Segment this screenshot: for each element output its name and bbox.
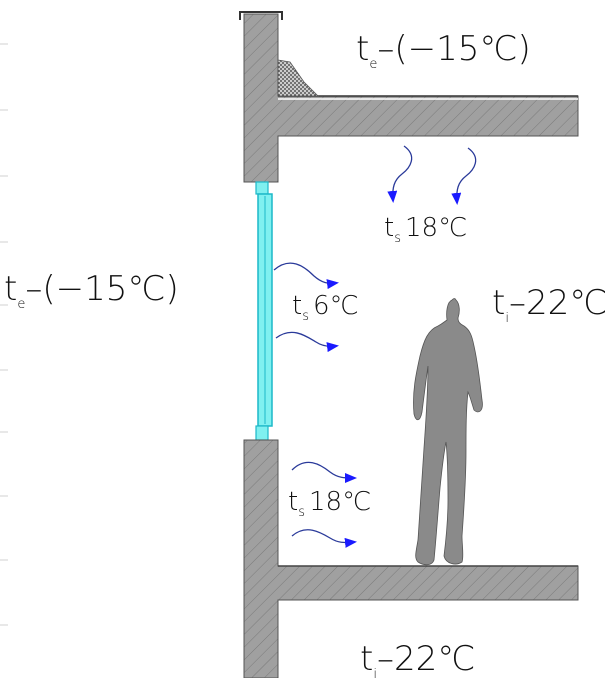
parapet-flashing: [239, 11, 283, 20]
arrow-window-2: [275, 331, 339, 353]
airflow-arrows: [273, 145, 477, 548]
lower-wall-and-floor-slab: [243, 439, 579, 678]
roof-gravel-fill: [277, 59, 319, 97]
upper-wall-and-roof-slab: [239, 11, 579, 183]
label-exterior-left: te–(−15℃): [4, 269, 179, 312]
label-exterior-top: te–(−15℃): [356, 29, 531, 72]
window-glazing: [255, 181, 273, 441]
arrow-window-1: [273, 262, 339, 290]
person-silhouette: [413, 298, 483, 566]
label-below-floor: ti–22℃: [360, 639, 475, 678]
arrow-wall-1: [291, 461, 357, 483]
arrow-ceiling-2: [451, 147, 477, 205]
arrow-ceiling-1: [387, 145, 413, 203]
margin-ticks: [0, 43, 8, 626]
arrow-wall-2: [291, 529, 357, 548]
label-interior: ti–22℃: [492, 283, 605, 326]
